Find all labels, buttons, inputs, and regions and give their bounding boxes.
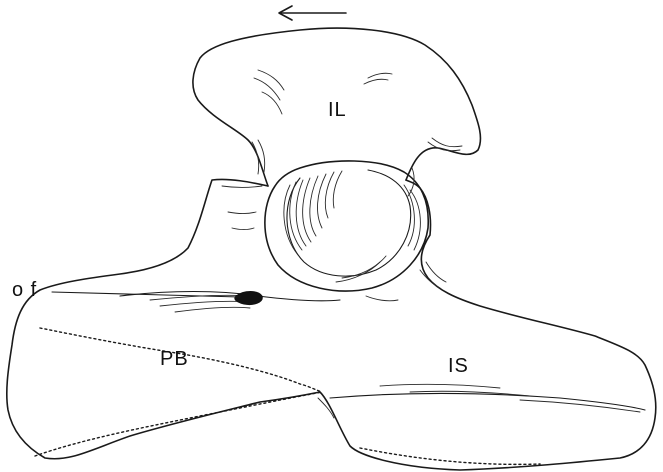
acetabulum xyxy=(265,161,428,291)
pelvis-outline xyxy=(7,179,656,470)
foramen-pointer-line xyxy=(52,292,240,297)
label-ischium: IS xyxy=(448,355,469,377)
label-obturator-foramen: o f xyxy=(12,279,37,301)
arrow-left-icon xyxy=(279,6,346,20)
label-ilium: IL xyxy=(328,99,347,121)
label-pubis: PB xyxy=(160,348,189,370)
ischium-shading xyxy=(318,384,645,418)
